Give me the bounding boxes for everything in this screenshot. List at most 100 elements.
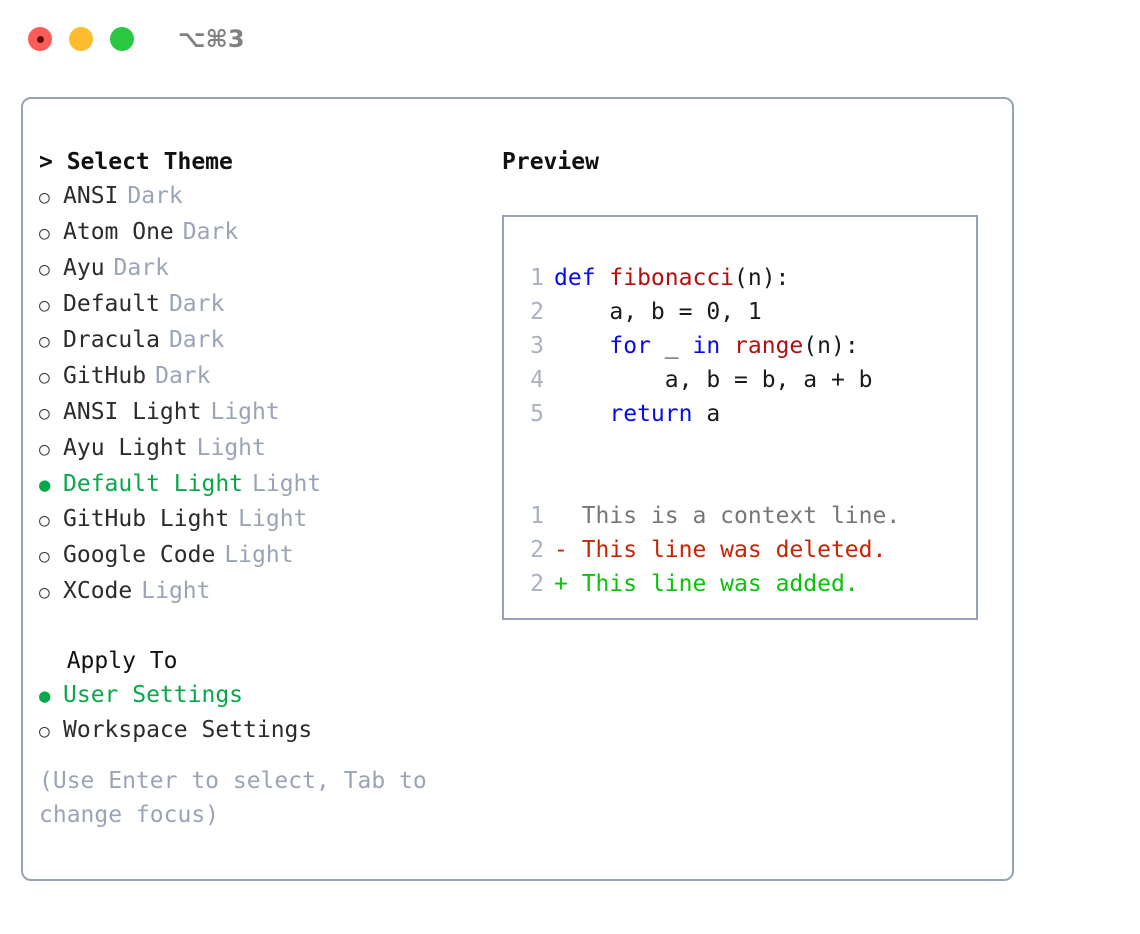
line-number: 1: [530, 503, 544, 529]
radio-unselected-icon: ○: [39, 582, 50, 603]
theme-name: GitHub: [63, 363, 147, 389]
theme-list-item[interactable]: ○ XCode Light: [39, 574, 489, 610]
theme-list-item-selected[interactable]: ● Default Light Light: [39, 467, 489, 502]
apply-to-label: Workspace Settings: [63, 717, 313, 743]
theme-list-item[interactable]: ○ Default Dark: [39, 287, 489, 323]
code-token-space: [720, 333, 734, 359]
code-token-keyword: def: [554, 265, 610, 291]
code-token-keyword: for: [609, 333, 651, 359]
select-theme-heading: > Select Theme: [39, 149, 233, 175]
line-number: 2: [530, 537, 544, 563]
theme-category: Light: [210, 399, 280, 425]
radio-unselected-icon: ○: [39, 295, 50, 316]
theme-list-item[interactable]: ○ Ayu Dark: [39, 251, 489, 287]
radio-unselected-icon: ○: [39, 331, 50, 352]
radio-unselected-icon: ○: [39, 546, 50, 567]
apply-to-heading: Apply To: [39, 648, 178, 674]
theme-name: Ayu: [63, 255, 105, 281]
radio-unselected-icon: ○: [39, 367, 50, 388]
theme-list: ○ ANSI Dark ○ Atom One Dark ○ Ayu Dark: [39, 179, 489, 610]
code-token-identifier: a, b =: [554, 299, 707, 325]
theme-category: Light: [252, 471, 322, 497]
theme-name: Ayu Light: [63, 435, 188, 461]
main-panel: > Select Theme ○ ANSI Dark ○ Atom One Da…: [21, 97, 1014, 881]
diff-line-context: 1 This is a context line.: [518, 499, 976, 533]
theme-category: Dark: [155, 363, 211, 389]
line-number: 3: [530, 333, 544, 359]
diff-line-added: 2 + This line was added.: [518, 567, 976, 601]
code-token-keyword: in: [692, 333, 721, 359]
code-content: for _ in range(n):: [554, 329, 859, 363]
line-number: 2: [530, 571, 544, 597]
keyboard-hint-text: (Use Enter to select, Tab to change focu…: [39, 768, 427, 828]
theme-list-item[interactable]: ○ Atom One Dark: [39, 215, 489, 251]
close-button[interactable]: [28, 27, 52, 51]
code-token-identifier: a, b = b, a + b: [554, 367, 873, 393]
radio-unselected-icon: ○: [39, 259, 50, 280]
radio-unselected-icon: ○: [39, 510, 50, 531]
line-number: 2: [530, 299, 544, 325]
radio-unselected-icon: ○: [39, 223, 50, 244]
code-token-identifier: _: [650, 333, 693, 359]
code-token-indent: [554, 333, 609, 359]
code-token-punct: ,: [720, 299, 748, 325]
minimize-button[interactable]: [69, 27, 93, 51]
line-number: 4: [530, 367, 544, 393]
theme-list-item[interactable]: ○ Dracula Dark: [39, 323, 489, 359]
code-blank-line: [518, 465, 976, 499]
maximize-button[interactable]: [110, 27, 134, 51]
code-line: 2 a, b = 0, 1: [518, 295, 976, 329]
keyboard-shortcut-label: ⌥⌘3: [178, 25, 245, 53]
section-divider-space: [39, 610, 489, 644]
window-controls: [28, 27, 134, 51]
code-line: 3 for _ in range(n):: [518, 329, 976, 363]
apply-to-label: User Settings: [63, 682, 244, 708]
code-token-function: range: [734, 333, 804, 359]
radio-unselected-icon: ○: [39, 403, 50, 424]
radio-unselected-icon: ○: [39, 721, 50, 742]
diff-line-deleted: 2 - This line was deleted.: [518, 533, 976, 567]
theme-name: Default Light: [63, 471, 244, 497]
code-token-indent: [554, 401, 609, 427]
code-token-punct: (n):: [803, 333, 859, 359]
code-token-identifier: a: [692, 401, 721, 427]
code-token-number: 1: [747, 299, 762, 325]
theme-list-item[interactable]: ○ ANSI Dark: [39, 179, 489, 215]
theme-name: XCode: [63, 578, 133, 604]
code-blank-line: [518, 431, 976, 465]
theme-category: Dark: [168, 291, 225, 317]
preview-code-box: 1 def fibonacci(n): 2 a, b = 0, 1 3 for …: [502, 215, 978, 620]
diff-text: This is a context line.: [581, 503, 901, 529]
theme-list-item[interactable]: ○ Ayu Light Light: [39, 431, 489, 467]
theme-name: Google Code: [63, 542, 216, 568]
code-content: return a: [554, 397, 720, 431]
code-content: a, b = b, a + b: [554, 363, 873, 397]
code-token-keyword: return: [609, 401, 693, 427]
theme-name: GitHub Light: [63, 506, 230, 532]
code-content: def fibonacci(n):: [554, 261, 789, 295]
radio-unselected-icon: ○: [39, 187, 50, 208]
apply-to-item-user-settings[interactable]: ● User Settings: [39, 678, 489, 713]
theme-name: Atom One: [63, 219, 174, 245]
theme-name: ANSI Light: [63, 399, 202, 425]
line-number: 5: [530, 401, 544, 427]
theme-category: Light: [141, 578, 211, 604]
theme-list-item[interactable]: ○ ANSI Light Light: [39, 395, 489, 431]
theme-list-item[interactable]: ○ GitHub Dark: [39, 359, 489, 395]
preview-heading: Preview: [502, 149, 599, 175]
diff-text: This line was deleted.: [581, 537, 887, 563]
code-token-function: fibonacci: [609, 265, 735, 291]
theme-category: Light: [196, 435, 266, 461]
radio-selected-icon: ●: [39, 685, 51, 707]
title-bar: ⌥⌘3: [0, 0, 1140, 78]
apply-to-item-workspace-settings[interactable]: ○ Workspace Settings: [39, 713, 489, 749]
code-line: 5 return a: [518, 397, 976, 431]
theme-name: ANSI: [63, 183, 119, 209]
theme-list-item[interactable]: ○ Google Code Light: [39, 538, 489, 574]
code-content: a, b = 0, 1: [554, 295, 762, 329]
theme-category: Dark: [182, 219, 239, 245]
diff-text: This line was added.: [581, 571, 859, 597]
theme-list-item[interactable]: ○ GitHub Light Light: [39, 502, 489, 538]
theme-category: Dark: [127, 183, 183, 209]
